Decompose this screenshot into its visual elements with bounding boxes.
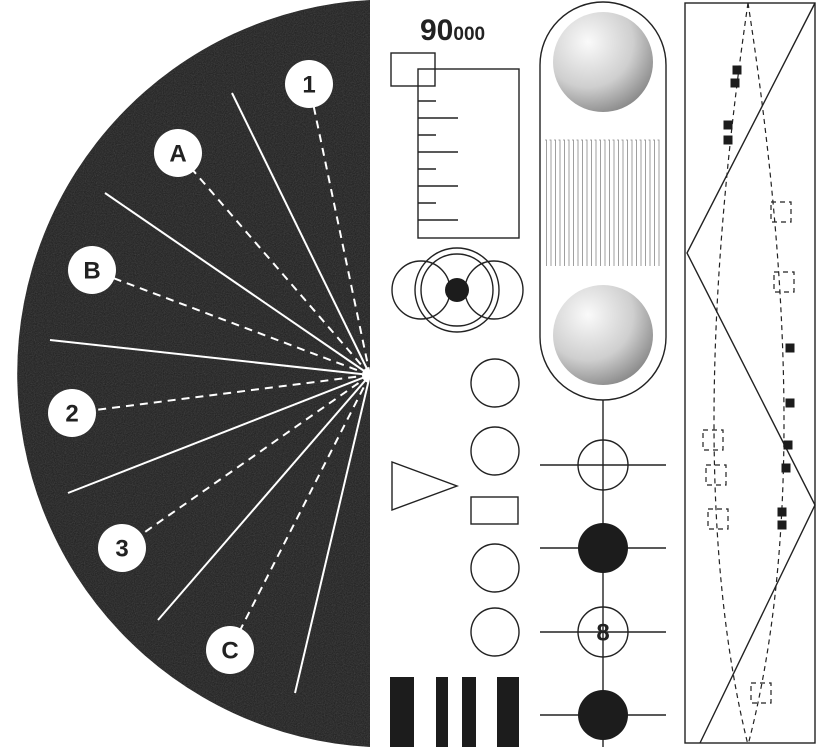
half-disk-fan: 1 A B 2 3 C: [17, 0, 371, 747]
svg-text:3: 3: [115, 536, 128, 563]
filled-square: [783, 440, 793, 450]
filled-square: [777, 507, 787, 517]
fan-label-c: C: [206, 626, 254, 674]
filled-square: [777, 520, 787, 530]
bar-1: [390, 677, 414, 747]
svg-text:2: 2: [65, 401, 78, 428]
filled-square: [732, 65, 742, 75]
filled-square: [723, 135, 733, 145]
solid-rays: [49, 92, 371, 694]
zigzag-panel: [684, 2, 816, 746]
filled-square: [785, 398, 795, 408]
fan-label-2: 2: [48, 389, 96, 437]
dashed-rays: [71, 83, 371, 651]
headline-big: 90: [420, 14, 453, 47]
fan-label-b: B: [68, 246, 116, 294]
dashed-square: [707, 508, 729, 530]
dashed-square: [750, 682, 772, 704]
dashed-square: [702, 429, 724, 451]
filled-squares: [723, 65, 795, 530]
dashed-square: [773, 271, 795, 293]
bar-2: [436, 677, 448, 747]
filled-square: [730, 78, 740, 88]
dashed-squares: [702, 201, 795, 704]
sphere-top: [553, 12, 653, 112]
lens-cluster-icon: [391, 247, 524, 333]
filled-square: [781, 463, 791, 473]
headline-small: 000: [453, 24, 485, 45]
wave-lines: [545, 139, 660, 266]
filled-square: [785, 343, 795, 353]
fan-label-1: 1: [285, 60, 333, 108]
capsule-icon: [539, 1, 667, 401]
dashed-square: [705, 464, 727, 486]
svg-text:1: 1: [302, 72, 315, 99]
dashed-square: [770, 201, 792, 223]
ruler-icon: [390, 52, 520, 239]
sphere-bottom: [553, 285, 653, 385]
filled-square: [723, 120, 733, 130]
svg-text:C: C: [221, 638, 238, 665]
node-label: 8: [596, 620, 609, 647]
svg-text:A: A: [169, 141, 186, 168]
triangle-icon: [391, 460, 460, 512]
fan-label-a: A: [154, 129, 202, 177]
headline: 90000: [420, 14, 485, 47]
bar-3: [462, 677, 476, 747]
node-chain: 8: [540, 400, 666, 747]
shape-column: [390, 358, 520, 747]
fan-label-3: 3: [98, 524, 146, 572]
svg-text:B: B: [83, 258, 100, 285]
bar-4: [497, 677, 519, 747]
